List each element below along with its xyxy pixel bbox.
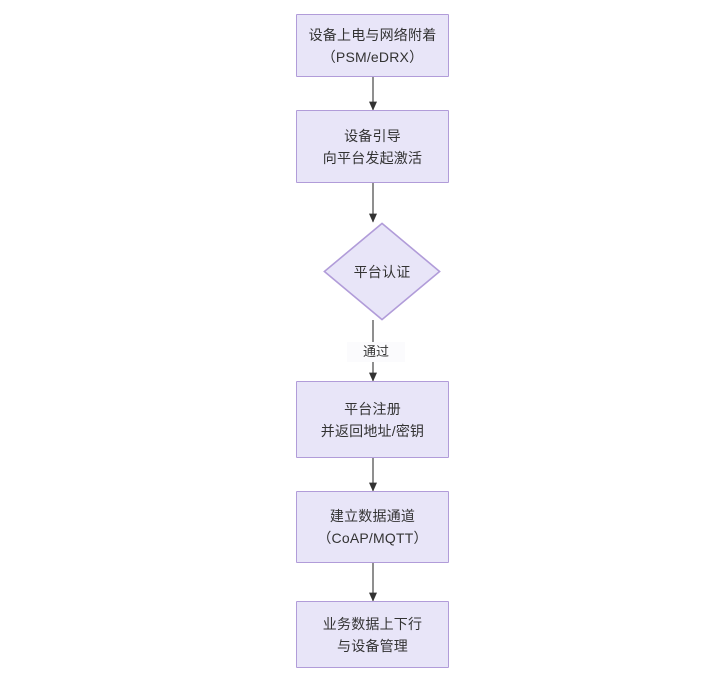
node-establish-data-channel[interactable]: 建立数据通道 （CoAP/MQTT）: [296, 491, 449, 563]
node-label: 设备引导 向平台发起激活: [322, 127, 423, 166]
edge-label-text: 通过: [362, 344, 389, 359]
node-label: 平台注册 并返回地址/密钥: [320, 400, 425, 439]
node-business-data-and-device-management[interactable]: 业务数据上下行 与设备管理: [296, 601, 449, 668]
diamond-icon: [323, 222, 441, 321]
node-platform-authentication[interactable]: 平台认证: [323, 222, 441, 321]
node-label: 建立数据通道 （CoAP/MQTT）: [317, 508, 428, 546]
node-label: 设备上电与网络附着 （PSM/eDRX）: [308, 26, 437, 65]
node-device-bootstrap[interactable]: 设备引导 向平台发起激活: [296, 110, 449, 183]
edge-label-pass: 通过: [347, 342, 405, 362]
node-platform-registration[interactable]: 平台注册 并返回地址/密钥: [296, 381, 449, 458]
node-label: 业务数据上下行 与设备管理: [322, 615, 423, 654]
node-device-power-on[interactable]: 设备上电与网络附着 （PSM/eDRX）: [296, 14, 449, 77]
node-label: 平台认证: [353, 263, 411, 280]
